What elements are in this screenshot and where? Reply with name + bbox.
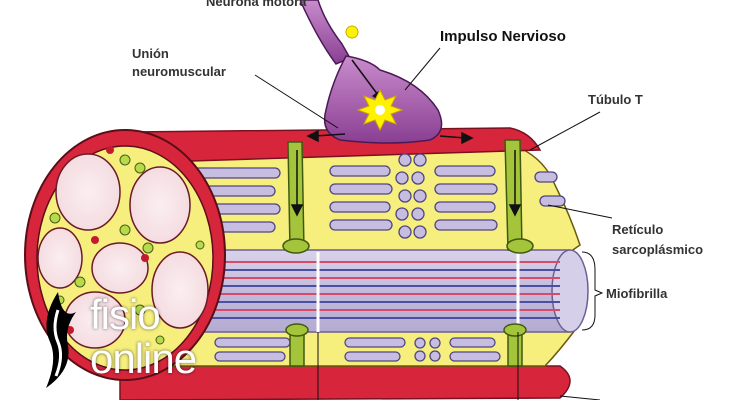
logo-flame-icon xyxy=(46,292,76,388)
label-miofibrilla: Miofibrilla xyxy=(606,286,668,301)
impulse-arrow xyxy=(351,59,379,96)
t-tubules xyxy=(282,139,534,367)
bottom-membrane xyxy=(119,365,571,401)
logo-text-fisio: fisio xyxy=(90,291,161,338)
leader-lines xyxy=(254,47,613,401)
top-membrane xyxy=(128,127,542,163)
myofibril-striations xyxy=(200,261,560,319)
myofibril-end xyxy=(551,249,589,333)
synapse-arrows xyxy=(306,129,474,145)
fisio-online-logo: fisio online xyxy=(28,290,238,390)
neuron-yellow-dot xyxy=(345,25,359,39)
label-tubulo-t: Túbulo T xyxy=(588,92,643,107)
label-union-line2: neuromuscular xyxy=(132,64,226,79)
impulse-burst-center xyxy=(375,105,385,115)
label-reticulo-line2: sarcoplásmico xyxy=(612,242,704,257)
logo-text-online: online xyxy=(90,335,197,382)
reticulum-lower xyxy=(214,337,501,362)
label-union-line1: Unión xyxy=(132,46,169,61)
label-impulso-nervioso: Impulso Nervioso xyxy=(440,28,566,45)
neuron-axon xyxy=(299,0,352,65)
label-neurona-motora: Neurona motora xyxy=(206,0,307,9)
cross-section-organelles xyxy=(49,154,205,345)
cross-section-myofibrils xyxy=(37,153,209,349)
cross-section-red-dots xyxy=(66,146,149,334)
label-reticulo-line1: Retículo xyxy=(612,222,664,237)
t-tubule-arrows xyxy=(290,150,522,217)
